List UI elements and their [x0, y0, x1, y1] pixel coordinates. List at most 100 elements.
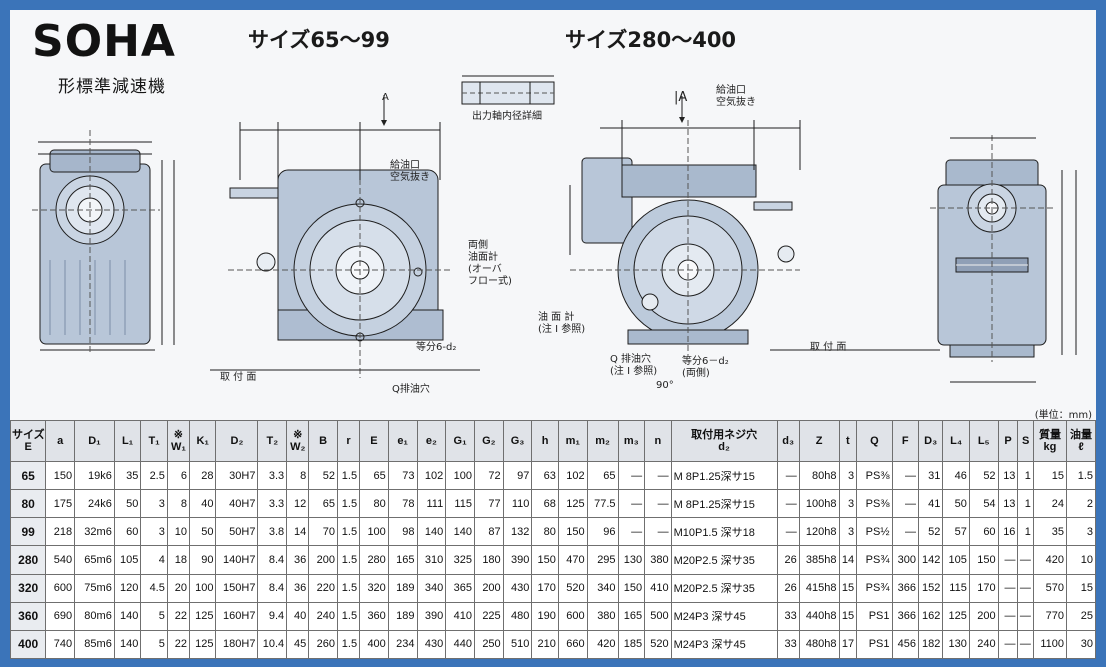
table-cell: 8 — [286, 460, 310, 491]
column-header-top: Q — [870, 435, 879, 447]
table-cell: — — [1017, 545, 1034, 575]
column-header-top: ※ — [173, 429, 184, 441]
table-cell: 250 — [473, 629, 504, 659]
table-cell: 340 — [416, 573, 447, 603]
mount-face-large-label: 取 付 面 — [810, 342, 847, 353]
column-header-top: h — [541, 435, 549, 447]
table-cell: 125 — [188, 601, 217, 631]
table-cell: 1.5 — [336, 601, 361, 631]
table-cell: 110 — [502, 489, 533, 519]
column-header-top: D₃ — [924, 435, 938, 447]
shaft-detail-label: 出力軸内径詳細 — [472, 111, 542, 122]
column-header: h — [531, 420, 559, 462]
table-cell: 165 — [617, 601, 646, 631]
column-header-top: m₂ — [595, 435, 610, 447]
view-small-front — [210, 95, 480, 378]
table-cell: 10.4 — [257, 629, 288, 659]
table-cell: 36 — [286, 573, 310, 603]
table-cell: 140 — [445, 517, 475, 547]
table-cell: 140H7 — [215, 545, 259, 575]
table-cell: 60 — [113, 517, 142, 547]
column-header: a — [45, 420, 76, 462]
table-cell: 1.5 — [336, 460, 361, 491]
table-cell: 8.4 — [257, 545, 288, 575]
table-cell: 100h8 — [798, 489, 840, 519]
table-cell: 150 — [968, 545, 999, 575]
table-cell: 40H7 — [215, 489, 259, 519]
table-cell: 3 — [838, 489, 858, 519]
column-header: L₄ — [942, 420, 970, 462]
table-cell: 150H7 — [215, 573, 259, 603]
table-cell: 77.5 — [586, 489, 619, 519]
column-header-top: n — [654, 435, 662, 447]
table-cell: 65 — [308, 489, 338, 519]
table-cell: 65 — [359, 460, 389, 491]
table-cell: 180H7 — [215, 629, 259, 659]
table-cell: 115 — [942, 573, 970, 603]
table-cell: 35 — [113, 460, 142, 491]
table-cell: — — [776, 460, 800, 491]
table-cell: 100 — [188, 573, 217, 603]
table-cell: 22 — [166, 629, 190, 659]
table-cell: 30 — [1066, 629, 1096, 659]
table-cell: 12 — [286, 489, 310, 519]
table-cell: 210 — [531, 629, 559, 659]
column-header: D₂ — [215, 420, 259, 462]
column-header: K₁ — [188, 420, 217, 462]
oil-inlet-large-label: 給油口 空気抜き — [716, 85, 756, 108]
table-cell: 260 — [308, 629, 338, 659]
column-header: D₃ — [918, 420, 944, 462]
table-cell: 87 — [473, 517, 504, 547]
column-header: ※W₂ — [286, 420, 310, 462]
table-cell: — — [997, 573, 1019, 603]
table-cell: 40 — [188, 489, 217, 519]
size-small-heading: サイズ65～99 — [248, 28, 390, 52]
table-cell: — — [644, 489, 672, 519]
table-cell: 115 — [445, 489, 475, 519]
table-cell: 300 — [891, 545, 920, 575]
table-cell: 185 — [617, 629, 646, 659]
oil-inlet-small-label: 給油口 空気抜き — [390, 160, 430, 183]
table-cell: 80m6 — [74, 601, 115, 631]
table-cell: 54 — [968, 489, 999, 519]
table-cell: M10P1.5 深サ18 — [670, 517, 778, 547]
table-cell: 13 — [997, 460, 1019, 491]
column-header-top: 取付用ネジ穴 — [691, 429, 758, 441]
table-cell: 140 — [113, 601, 142, 631]
table-cell: 4.5 — [140, 573, 168, 603]
table-cell: 97 — [502, 460, 533, 491]
table-cell: — — [617, 460, 646, 491]
table-cell: PS⅜ — [856, 460, 893, 491]
table-cell: — — [617, 517, 646, 547]
table-cell: 430 — [416, 629, 447, 659]
table-cell: M24P3 深サ45 — [670, 601, 778, 631]
table-cell: — — [617, 489, 646, 519]
table-cell: 325 — [445, 545, 475, 575]
table-cell: 170 — [531, 573, 559, 603]
column-header: G₂ — [473, 420, 504, 462]
table-cell: 32m6 — [74, 517, 115, 547]
table-cell: 520 — [557, 573, 588, 603]
table-cell: 170 — [968, 573, 999, 603]
column-header-bottom: E — [24, 441, 32, 453]
table-cell: M20P2.5 深サ35 — [670, 573, 778, 603]
table-cell: 160H7 — [215, 601, 259, 631]
table-cell: 90 — [188, 545, 217, 575]
table-cell: 175 — [45, 489, 76, 519]
table-cell: — — [997, 545, 1019, 575]
table-cell: 365 — [445, 573, 475, 603]
table-cell: PS1 — [856, 601, 893, 631]
table-cell: 360 — [359, 601, 389, 631]
table-cell: 500 — [644, 601, 672, 631]
table-cell: 105 — [942, 545, 970, 575]
table-cell: 390 — [416, 601, 447, 631]
unit-note: (単位：mm) — [1034, 410, 1092, 421]
angle-label: 90° — [656, 380, 674, 391]
column-header: d₃ — [776, 420, 800, 462]
table-cell: 68 — [531, 489, 559, 519]
table-cell: 390 — [502, 545, 533, 575]
table-cell: 150 — [45, 460, 76, 491]
